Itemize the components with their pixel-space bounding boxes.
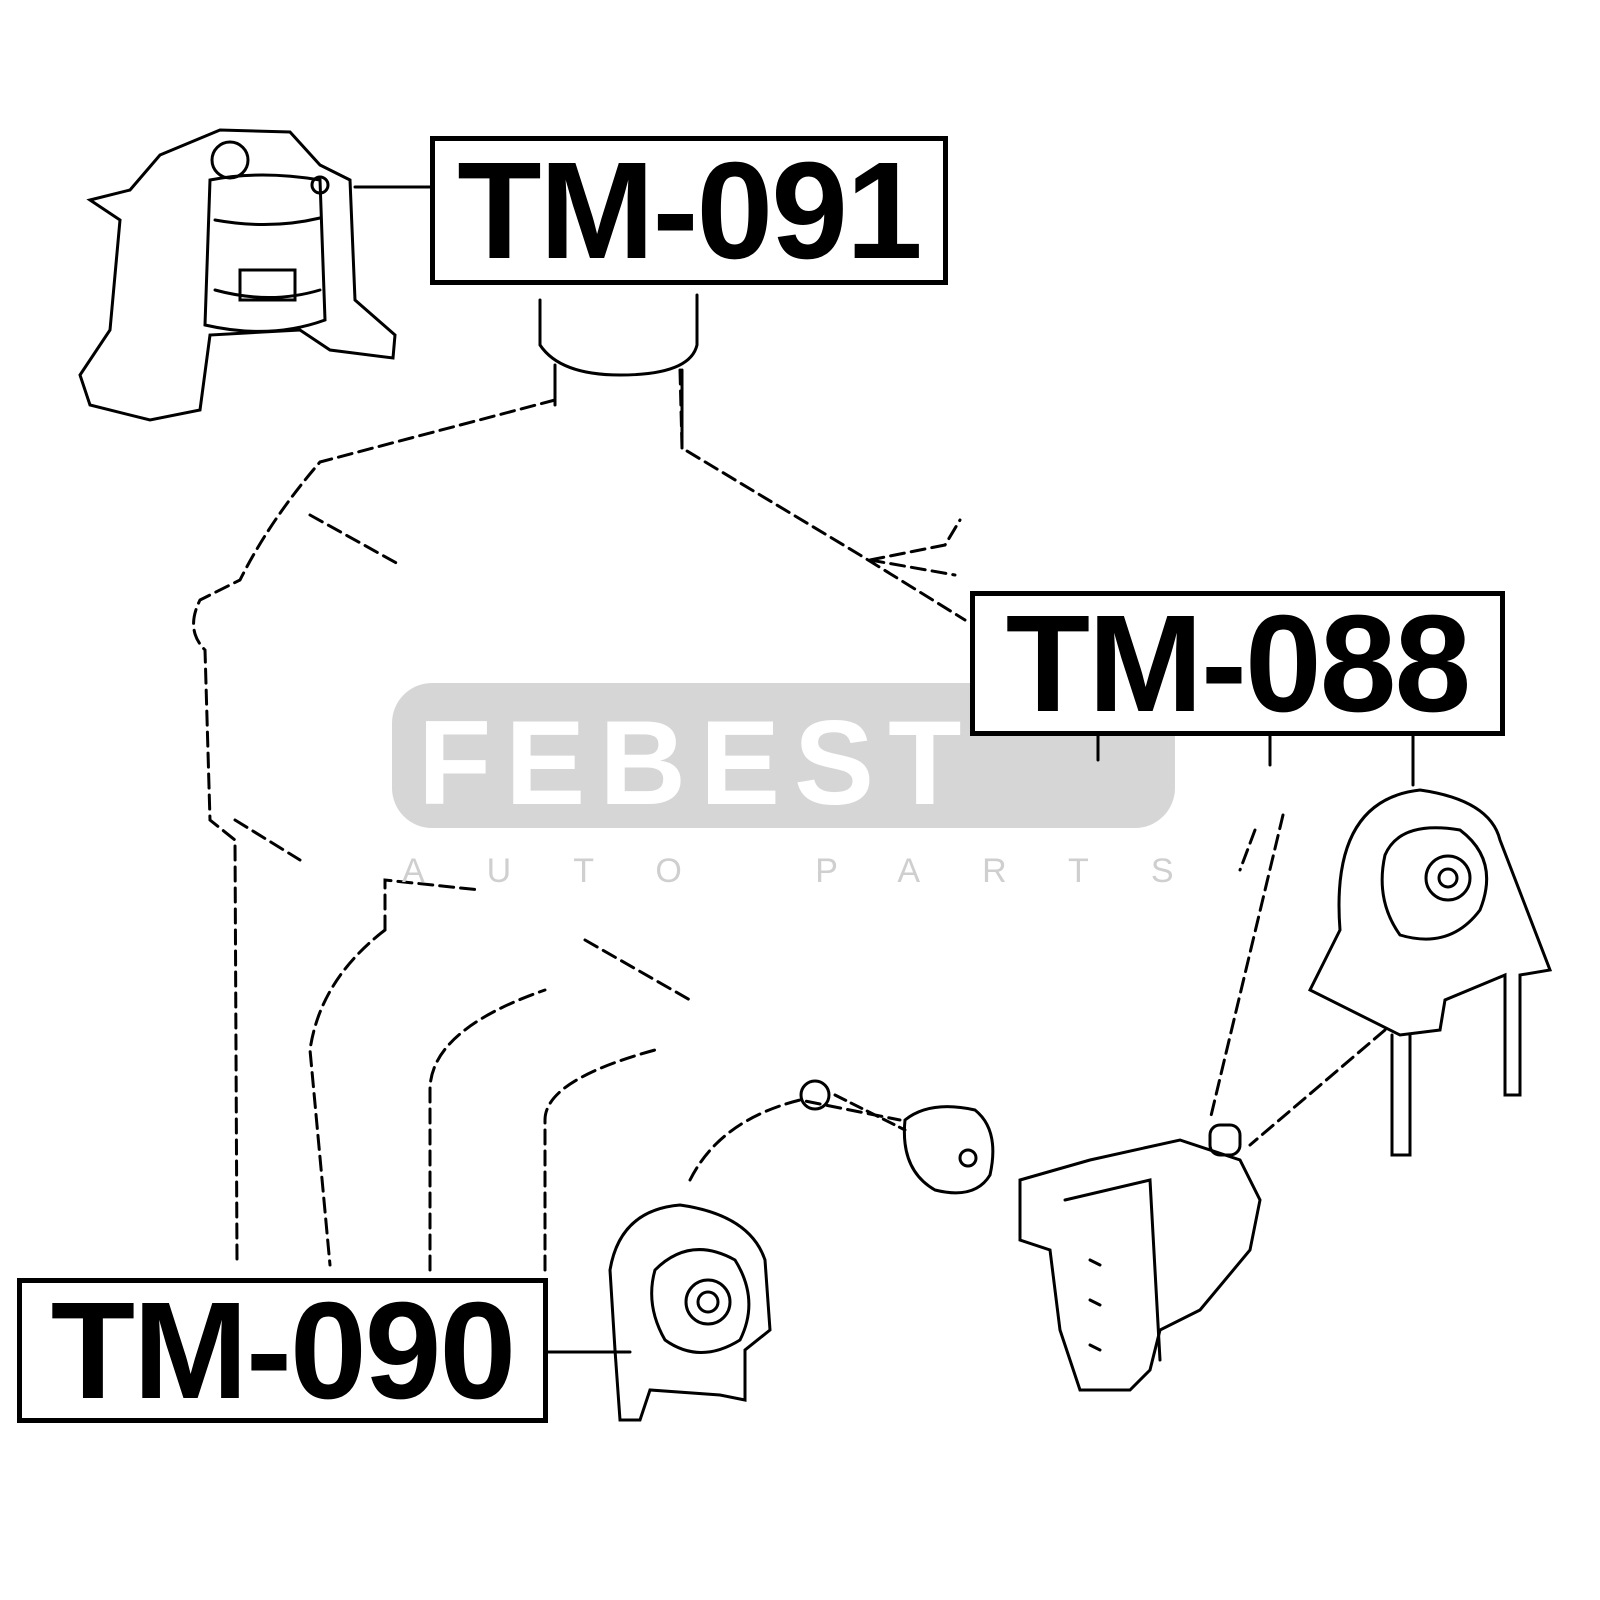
leader-tm-091	[353, 185, 699, 450]
part-label-tm-088[interactable]: TM-088	[970, 591, 1505, 736]
engine-outline	[192, 398, 557, 1262]
watermark-tagline: AUTO PARTS	[402, 852, 1236, 890]
tm-090-part-drawing	[608, 1203, 772, 1422]
watermark-brand: FEBEST	[418, 696, 976, 830]
leader-tm-088	[1096, 732, 1415, 787]
bracket-part-drawing	[1018, 1123, 1262, 1392]
small-bushing-drawing	[799, 1079, 995, 1195]
part-label-tm-091[interactable]: TM-091	[430, 136, 948, 285]
tm-088-dashed-links	[1208, 813, 1387, 1147]
part-label-tm-090[interactable]: TM-090	[17, 1278, 548, 1423]
tm-091-part-drawing	[78, 128, 397, 422]
engine-block-lines	[233, 513, 902, 1272]
tm-088-part-drawing	[1307, 788, 1553, 1157]
engine-outline-right	[678, 368, 967, 622]
